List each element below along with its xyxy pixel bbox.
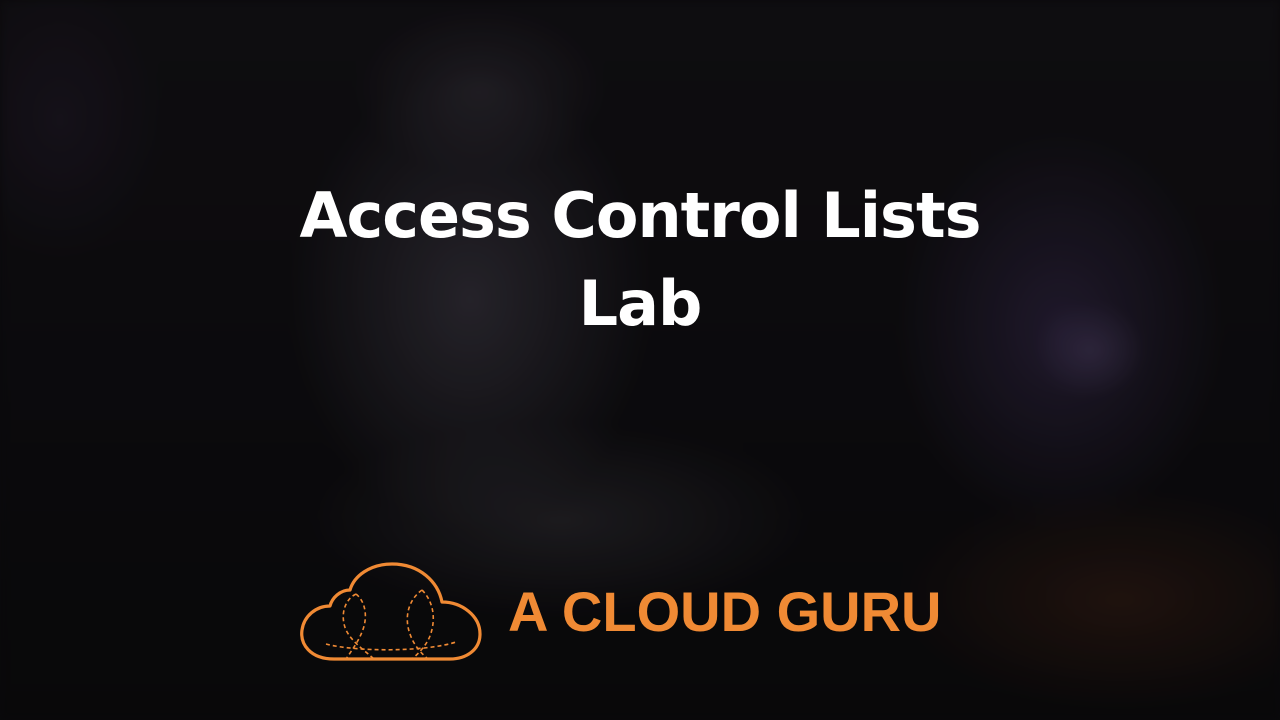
slide-title: Access Control Lists Lab [0,172,1280,348]
slide-title-line-2: Lab [578,267,703,340]
brand-name: A CLOUD GURU [508,580,942,643]
slide-title-line-1: Access Control Lists [299,179,981,252]
cloud-logo-icon [300,562,482,661]
brand-logo: A CLOUD GURU [296,560,996,666]
